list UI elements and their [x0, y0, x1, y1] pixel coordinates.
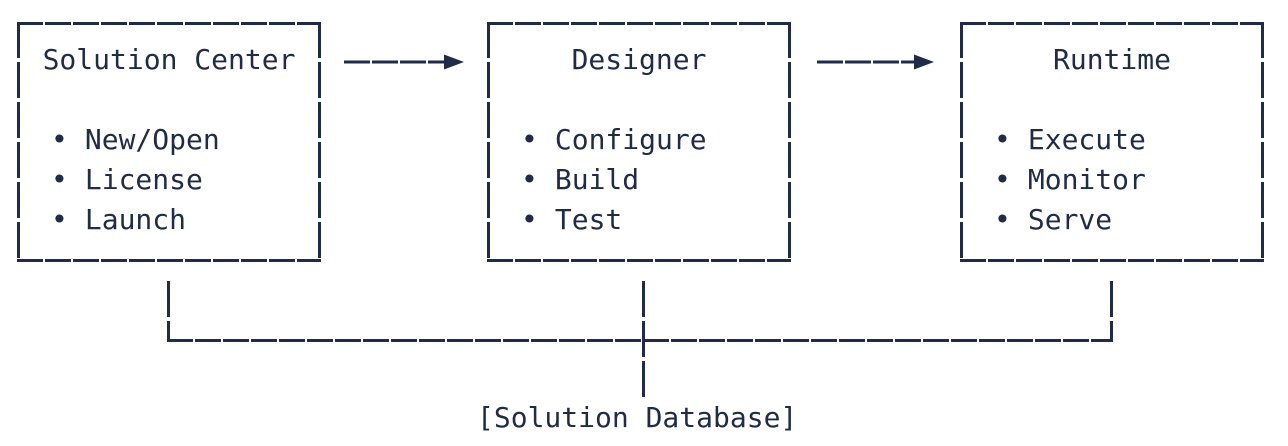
bullet-icon: • — [994, 163, 1011, 196]
box-border-right — [788, 22, 791, 262]
bullet-icon: • — [51, 163, 68, 196]
arrowhead-right-icon — [444, 54, 464, 70]
bullet-icon: • — [51, 203, 68, 236]
list-item-label: New/Open — [84, 123, 220, 156]
list-item: • License — [51, 160, 220, 200]
box-designer: Designer • Configure • Build • Test — [487, 22, 791, 262]
list-item: • Configure — [521, 120, 707, 160]
list-item-label: Build — [554, 163, 640, 196]
list-item-label: Test — [554, 203, 623, 236]
box-border-left — [487, 22, 490, 262]
bullet-icon: • — [51, 123, 68, 156]
list-item: • Test — [521, 200, 707, 240]
box-border-bottom — [960, 259, 1264, 262]
list-item-label: Configure — [554, 123, 707, 156]
list-item-label: Launch — [84, 203, 187, 236]
box-border-top — [17, 22, 321, 25]
box-title: Designer — [571, 43, 707, 76]
box-item-list: • Execute • Monitor • Serve — [994, 120, 1146, 240]
box-title: Runtime — [1052, 43, 1171, 76]
bullet-icon: • — [521, 123, 538, 156]
list-item-label: Serve — [1027, 203, 1113, 236]
box-border-left — [960, 22, 963, 262]
list-item: • Launch — [51, 200, 220, 240]
box-title: Solution Center — [42, 43, 296, 76]
bullet-icon: • — [994, 203, 1011, 236]
box-border-bottom — [487, 259, 791, 262]
list-item-label: License — [84, 163, 203, 196]
list-item: • Build — [521, 160, 707, 200]
bullet-icon: • — [521, 203, 538, 236]
list-item: • Serve — [994, 200, 1146, 240]
box-border-right — [318, 22, 321, 262]
box-item-list: • Configure • Build • Test — [521, 120, 707, 240]
list-item-label: Execute — [1027, 123, 1146, 156]
box-border-right — [1261, 22, 1264, 262]
list-item: • New/Open — [51, 120, 220, 160]
list-item-label: Monitor — [1027, 163, 1146, 196]
box-border-top — [487, 22, 791, 25]
box-border-left — [17, 22, 20, 262]
arrowhead-right-icon — [914, 54, 934, 70]
bullet-icon: • — [994, 123, 1011, 156]
box-item-list: • New/Open • License • Launch — [51, 120, 220, 240]
box-runtime: Runtime • Execute • Monitor • Serve — [960, 22, 1264, 262]
box-solution-center: Solution Center • New/Open • License • Laun… — [17, 22, 321, 262]
list-item: • Execute — [994, 120, 1146, 160]
box-border-bottom — [17, 259, 321, 262]
box-border-top — [960, 22, 1264, 25]
list-item: • Monitor — [994, 160, 1146, 200]
solution-database-label: [Solution Database] — [477, 401, 798, 434]
bullet-icon: • — [521, 163, 538, 196]
